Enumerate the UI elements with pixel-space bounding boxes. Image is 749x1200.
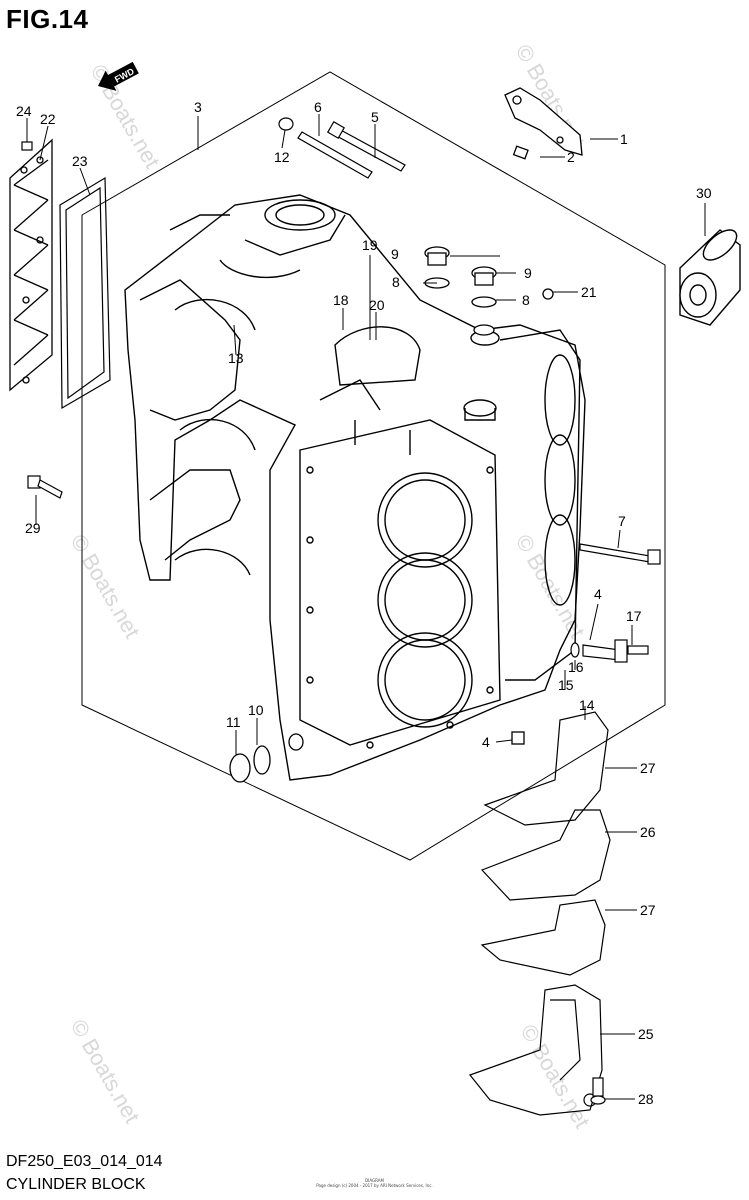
- drain-plug-10-11: [229, 731, 525, 783]
- callout-22: 22: [40, 111, 56, 127]
- callout-27b: 27: [640, 902, 656, 918]
- sensor-16-17: [570, 639, 649, 663]
- callout-17: 17: [626, 608, 642, 624]
- callout-16: 16: [568, 659, 584, 675]
- callout-29: 29: [25, 520, 41, 536]
- callout-28: 28: [638, 1091, 654, 1107]
- bolt-7: [579, 543, 661, 565]
- callout-23: 23: [72, 153, 88, 169]
- gasket-stack: [469, 711, 611, 1116]
- callout-15: 15: [558, 677, 574, 693]
- diagram-caption: CYLINDER BLOCK: [6, 1176, 146, 1193]
- callout-4a: 4: [594, 586, 602, 602]
- bracket-1: [504, 87, 583, 160]
- callout-8a: 8: [392, 274, 400, 290]
- oil-filter-30: [679, 229, 741, 326]
- bolt-29: [27, 475, 63, 499]
- copyright-line-1: DIAGRAM: [365, 1178, 384, 1183]
- callout-12: 12: [274, 149, 290, 165]
- callout-8b: 8: [522, 292, 530, 308]
- bolt-24: [21, 141, 33, 151]
- watermark: © Boats.net: [516, 1020, 595, 1132]
- callout-10: 10: [248, 702, 264, 718]
- callout-6: 6: [314, 99, 322, 115]
- callout-14: 14: [579, 697, 595, 713]
- callout-9b: 9: [524, 265, 532, 281]
- callout-11: 11: [226, 714, 241, 730]
- callout-25: 25: [638, 1026, 654, 1042]
- copyright-notice: DIAGRAM Page design (c) 2004 - 2017 by A…: [0, 1178, 749, 1188]
- callout-7: 7: [618, 513, 626, 529]
- gasket-23: [59, 176, 111, 410]
- callout-9a: 9: [391, 246, 399, 262]
- callout-27a: 27: [640, 760, 656, 776]
- callout-3: 3: [194, 99, 202, 115]
- callout-19: 19: [362, 237, 378, 253]
- plugs-and-orings: [424, 246, 554, 336]
- copyright-line-2: Page design (c) 2004 - 2017 by ARI Netwo…: [316, 1183, 433, 1188]
- watermark: © Boats.net: [66, 1015, 145, 1127]
- callout-24: 24: [16, 103, 32, 119]
- callout-13: 13: [228, 350, 244, 366]
- callout-4b: 4: [482, 734, 490, 750]
- watermark: © Boats.net: [511, 530, 590, 642]
- exhaust-cover-22: [9, 138, 53, 392]
- bolt-28: [590, 1077, 606, 1105]
- assembly-boundary: [81, 71, 666, 861]
- cylinder-block: [124, 194, 586, 781]
- figure-title: FIG.14: [6, 4, 89, 34]
- callout-2: 2: [567, 149, 575, 165]
- callout-20: 20: [369, 297, 385, 313]
- callout-1: 1: [620, 131, 628, 147]
- callout-26: 26: [640, 824, 656, 840]
- callout-30: 30: [696, 185, 712, 201]
- callout-18: 18: [333, 292, 349, 308]
- leader-lines: [26, 114, 706, 1100]
- callout-5: 5: [371, 109, 379, 125]
- callout-labels: 24 22 23 3 6 5 12 1 2 30 19 9 8 9 8 21 1…: [16, 99, 712, 1107]
- watermark: © Boats.net: [66, 530, 145, 642]
- watermark-group: © Boats.net © Boats.net © Boats.net © Bo…: [66, 40, 595, 1132]
- long-bolts-5-6: [278, 117, 406, 179]
- callout-21: 21: [581, 284, 597, 300]
- diagram-code: DF250_E03_014_014: [6, 1153, 163, 1170]
